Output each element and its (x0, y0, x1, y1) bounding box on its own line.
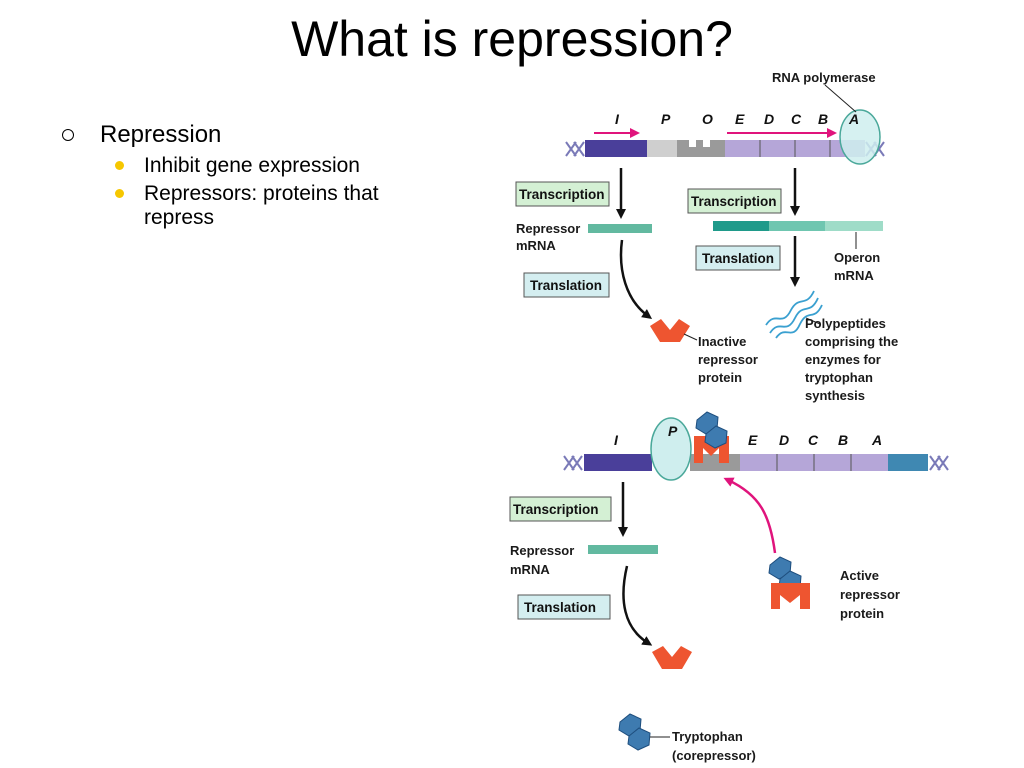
active-repressor-icon (771, 583, 810, 609)
active-repressor-label: repressor (840, 587, 900, 602)
inactive-repressor-label: protein (698, 370, 742, 385)
operon-mrna-label: mRNA (834, 268, 874, 283)
transcription-box (509, 496, 612, 522)
rna-polymerase-label: RNA polymerase (772, 70, 876, 85)
polypeptides-label: synthesis (805, 388, 865, 403)
tryptophan-label: (corepressor) (672, 748, 756, 763)
operon-mrna-strand (713, 221, 769, 231)
operator-segment (677, 140, 725, 157)
gene-I-segment (585, 140, 647, 157)
gene-I-segment (584, 454, 652, 471)
translation-box (523, 272, 610, 298)
polypeptides-label: enzymes for (805, 352, 881, 367)
gene-label: A (848, 111, 859, 127)
active-repressor-label: protein (840, 606, 884, 621)
sub-bullet-1: Inhibit gene expression (115, 154, 434, 178)
gene-label: D (764, 111, 774, 127)
gene-label: E (748, 432, 758, 448)
yellow-dot-bullet-icon (115, 161, 124, 170)
gene-label: C (808, 432, 819, 448)
top-panel: RNA polymerase I P O E D C B A Transcrip… (515, 70, 898, 403)
polypeptide-icon (775, 304, 823, 339)
gene-label: O (702, 111, 713, 127)
tryptophan-label: Tryptophan (672, 729, 743, 744)
end-segment (888, 454, 928, 471)
repressor-mrna-label: Repressor (510, 543, 574, 558)
translation-label: Translation (530, 278, 602, 293)
gene-label: B (838, 432, 848, 448)
operon-mrna-strand (769, 221, 825, 231)
repressor-mrna-strand (588, 545, 658, 554)
repressor-mrna-label: mRNA (510, 562, 550, 577)
polypeptide-icon (765, 290, 815, 326)
repressor-protein-icon (652, 646, 692, 669)
bottom-panel: I P E D C B A Transcription Repressor mR… (509, 411, 949, 763)
transcription-label: Transcription (513, 502, 599, 517)
rna-polymerase-shape (650, 417, 692, 481)
repressor-mrna-label: Repressor (516, 221, 580, 236)
active-repressor-label: Active (840, 568, 879, 583)
slide-title: What is repression? (291, 11, 733, 67)
inactive-repressor-label: Inactive (698, 334, 746, 349)
sub-bullet-text: Inhibit gene expression (144, 154, 360, 177)
bullet-text: Repression (100, 121, 222, 148)
tryptophan-icon (704, 425, 728, 449)
dna-helix-icon (929, 455, 949, 471)
bullet-list: Repression Inhibit gene expression Repre… (62, 120, 462, 230)
sub-bullet-2: Repressors: proteins that repress (115, 182, 434, 230)
hollow-circle-bullet-icon (62, 129, 74, 141)
repressor-mrna-strand (588, 224, 652, 233)
gene-label: C (791, 111, 802, 127)
bullet-repression: Repression (62, 120, 462, 150)
dna-helix-icon (565, 141, 585, 157)
transcription-label: Transcription (691, 194, 777, 209)
yellow-dot-bullet-icon (115, 189, 124, 198)
transcription-box (515, 181, 610, 207)
translation-box (695, 245, 781, 271)
dna-helix-icon (563, 455, 583, 471)
operon-mrna-label: Operon (834, 250, 880, 265)
binding-arrow (723, 477, 777, 554)
polypeptides-label: comprising the (805, 334, 898, 349)
promoter-segment (647, 140, 677, 157)
gene-label: I (614, 432, 619, 448)
inactive-repressor-label: repressor (698, 352, 758, 367)
gene-label: P (661, 111, 671, 127)
translation-label: Translation (702, 251, 774, 266)
polypeptides-label: Polypeptides (805, 316, 886, 331)
transcription-label: Transcription (519, 187, 605, 202)
repressor-mrna-label: mRNA (516, 238, 556, 253)
gene-label: B (818, 111, 828, 127)
gene-label: D (779, 432, 789, 448)
polypeptide-icon (769, 297, 819, 334)
translation-label: Translation (524, 600, 596, 615)
gene-label: E (735, 111, 745, 127)
operon-mrna-strand (825, 221, 883, 231)
transcription-box (687, 188, 782, 214)
translation-box (517, 594, 611, 620)
inactive-repressor-icon (650, 319, 690, 342)
gene-label: A (871, 432, 882, 448)
rna-polymerase-shape (839, 109, 881, 165)
tryptophan-icon (627, 727, 651, 751)
gene-label: I (615, 111, 620, 127)
polypeptides-label: tryptophan (805, 370, 873, 385)
sub-bullet-text: Repressors: proteins that repress (144, 182, 379, 229)
gene-label: P (668, 423, 678, 439)
